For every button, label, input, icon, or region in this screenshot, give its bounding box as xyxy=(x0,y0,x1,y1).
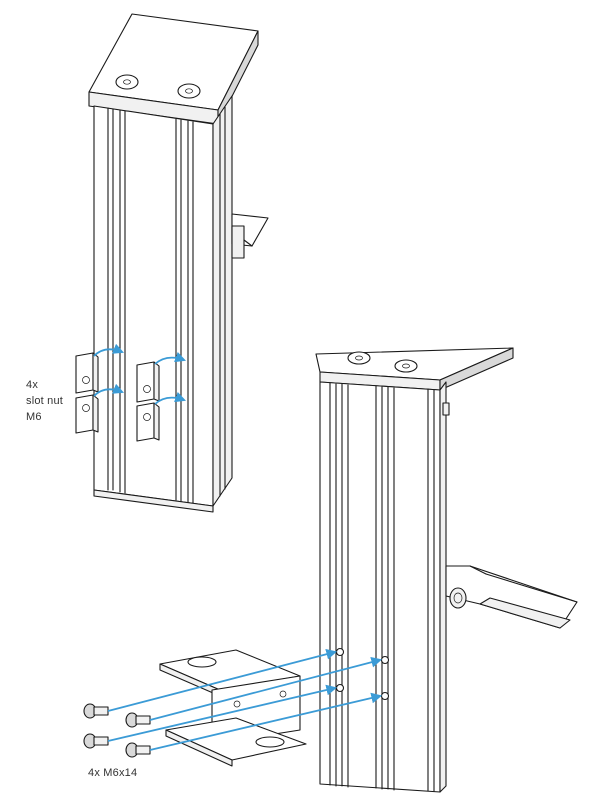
lower-profile-body xyxy=(319,381,447,793)
slot-nut-arrows xyxy=(93,343,187,405)
slot-nut-upper-left xyxy=(75,352,99,394)
arm-bracket-knob xyxy=(449,587,467,609)
slot-nut-count-text: 4x xyxy=(26,379,38,391)
screw-arrow-3 xyxy=(107,684,338,742)
screw-top-left xyxy=(83,703,109,719)
screw-top-right xyxy=(125,712,151,728)
lower-side-pin xyxy=(442,402,450,416)
slot-nut-arrow-4 xyxy=(154,391,187,405)
lower-column: 4x M6x14 xyxy=(83,347,578,793)
slot-nut-upper-right xyxy=(136,361,160,403)
upper-profile-body xyxy=(93,95,233,513)
lower-arm-bracket xyxy=(445,565,578,629)
slot-nut-lower-left xyxy=(75,394,99,434)
screw-arrow-4 xyxy=(149,692,383,751)
mounting-bracket xyxy=(159,649,307,767)
screw-bottom-left xyxy=(83,733,109,749)
upper-column: 4x slot nut M6 xyxy=(26,13,269,513)
slot-nut-arrow-2 xyxy=(93,383,125,397)
screw-arrows xyxy=(107,648,383,751)
upper-side-bracket xyxy=(231,213,269,259)
screw-arrow-1 xyxy=(107,648,338,712)
screw-bottom-right xyxy=(125,742,151,758)
lower-plate-hole-left xyxy=(347,351,371,365)
slot-nut-size-text: M6 xyxy=(26,411,42,423)
slot-nut-label: 4x slot nut M6 xyxy=(26,379,66,423)
upper-plate-hole-right xyxy=(177,83,201,99)
screw-spec-label: 4x M6x14 xyxy=(88,767,137,779)
slot-nut-arrow-1 xyxy=(93,343,125,357)
upper-top-plate xyxy=(88,13,259,125)
lower-plate-hole-right xyxy=(394,359,418,373)
screw-arrow-2 xyxy=(149,656,383,721)
slot-nut-name-text: slot nut xyxy=(26,395,63,407)
slot-nut-arrow-3 xyxy=(154,351,187,365)
upper-plate-hole-left xyxy=(115,74,139,90)
slot-nut-lower-right xyxy=(136,402,160,442)
